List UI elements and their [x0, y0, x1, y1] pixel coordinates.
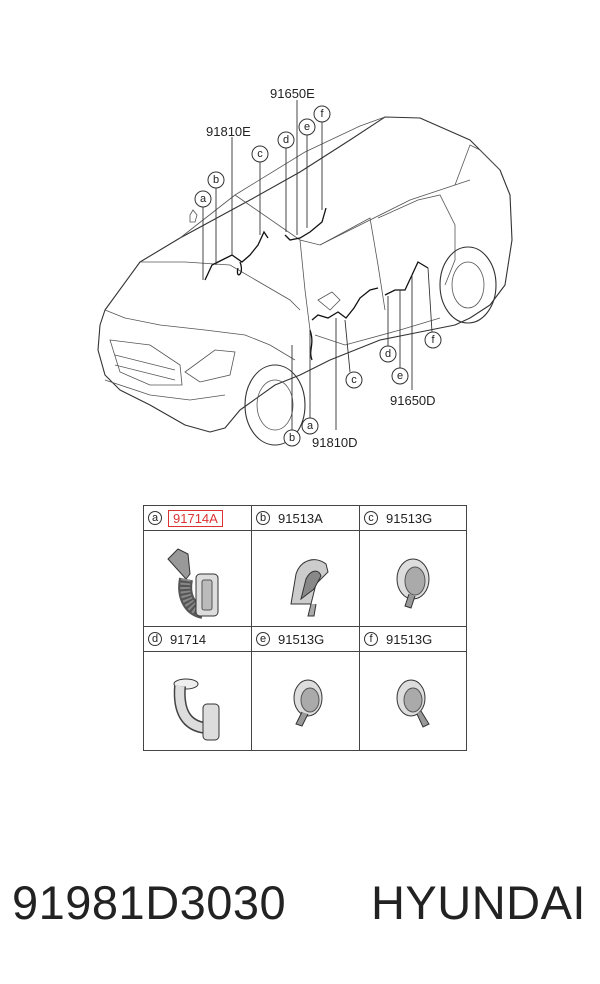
- letter-badge: f: [364, 632, 378, 646]
- part-number: 91513G: [278, 631, 325, 647]
- part-number-highlighted: 91714A: [168, 509, 223, 527]
- part-number-title: 91981D3030: [12, 876, 287, 929]
- part-number: 91714: [170, 631, 207, 647]
- part-image-grommet-d: [144, 652, 252, 750]
- marker-c-top: c: [251, 145, 269, 163]
- marker-b-top: b: [207, 171, 225, 189]
- letter-badge: c: [364, 511, 378, 525]
- svg-text:d: d: [385, 348, 391, 360]
- svg-text:a: a: [307, 420, 314, 432]
- footer: 91981D3030 HYUNDAI: [0, 875, 600, 945]
- leader-lines: [202, 100, 433, 430]
- svg-text:b: b: [289, 432, 295, 444]
- table-header-e: e 91513G: [252, 627, 360, 652]
- marker-d-bottom: d: [379, 345, 397, 363]
- callout-91810D: 91810D: [312, 435, 358, 450]
- parts-table: a 91714A b 91513A c 91513G: [143, 505, 467, 751]
- letter-badge: d: [148, 632, 162, 646]
- part-number: 91513G: [386, 631, 433, 647]
- marker-a-top: a: [194, 190, 212, 208]
- marker-f-bottom: f: [424, 331, 442, 349]
- marker-e-top: e: [298, 118, 316, 136]
- part-image-grommet-a: [144, 531, 252, 627]
- wiring-harness: [204, 207, 429, 361]
- svg-text:b: b: [213, 174, 219, 186]
- table-header-d: d 91714: [144, 627, 252, 652]
- letter-badge: a: [148, 511, 162, 525]
- table-header-b: b 91513A: [252, 506, 360, 531]
- part-image-grommet-e: [252, 652, 360, 750]
- callout-91650D: 91650D: [390, 393, 436, 408]
- marker-c-bottom: c: [345, 371, 363, 389]
- part-number: 91513A: [278, 510, 323, 526]
- table-header-c: c 91513G: [360, 506, 466, 531]
- marker-f-top: f: [313, 105, 331, 123]
- marker-d-top: d: [277, 131, 295, 149]
- svg-text:f: f: [431, 334, 435, 346]
- letter-badge: e: [256, 632, 270, 646]
- svg-text:e: e: [397, 370, 403, 382]
- brand-name: HYUNDAI: [370, 876, 586, 929]
- callout-91650E: 91650E: [270, 86, 315, 101]
- wiring-diagram: 91650E 91810E 91650D 91810D a b c d e f …: [97, 86, 513, 450]
- part-image-grommet-c: [360, 531, 466, 627]
- svg-text:a: a: [200, 193, 207, 205]
- part-image-grommet-b: [252, 531, 360, 627]
- svg-text:c: c: [351, 374, 357, 386]
- marker-a-bottom: a: [301, 417, 319, 435]
- table-header-f: f 91513G: [360, 627, 466, 652]
- svg-text:f: f: [320, 108, 324, 120]
- part-image-grommet-f: [360, 652, 466, 750]
- letter-badge: b: [256, 511, 270, 525]
- part-number: 91513G: [386, 510, 433, 526]
- marker-e-bottom: e: [391, 367, 409, 385]
- svg-text:c: c: [257, 148, 263, 160]
- table-header-a: a 91714A: [144, 506, 252, 531]
- callout-91810E: 91810E: [206, 124, 251, 139]
- car-outline: [97, 116, 513, 446]
- marker-b-bottom: b: [283, 429, 301, 447]
- svg-text:e: e: [304, 121, 310, 133]
- svg-text:d: d: [283, 134, 289, 146]
